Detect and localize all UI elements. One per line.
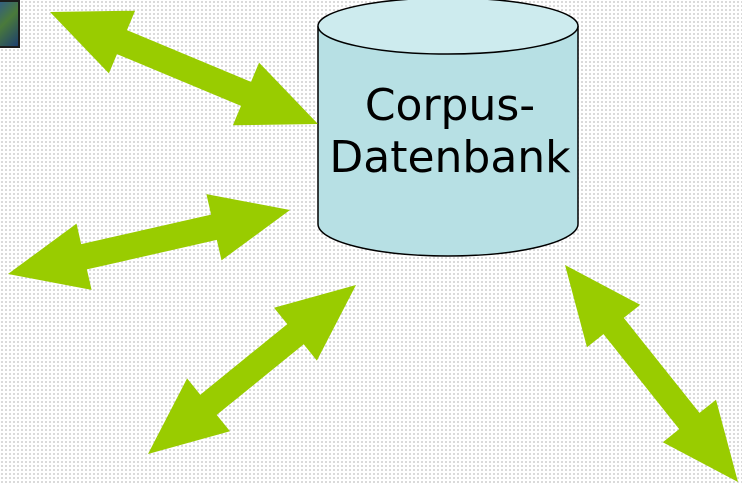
arrow-bottom-left [148, 285, 356, 454]
database-cylinder [317, 0, 579, 257]
database-cylinder-top [317, 0, 579, 55]
database-label: Corpus- Datenbank [300, 80, 600, 184]
database-cylinder-body [317, 26, 579, 257]
database-label-line2: Datenbank [329, 132, 571, 183]
arrow-top-left [50, 10, 318, 126]
arrow-bottom-right [565, 265, 738, 482]
arrows-group [8, 10, 738, 482]
database-label-line1: Corpus- [364, 80, 536, 131]
photo-thumbnail-icon [0, 0, 20, 48]
arrow-middle-left [8, 194, 290, 290]
